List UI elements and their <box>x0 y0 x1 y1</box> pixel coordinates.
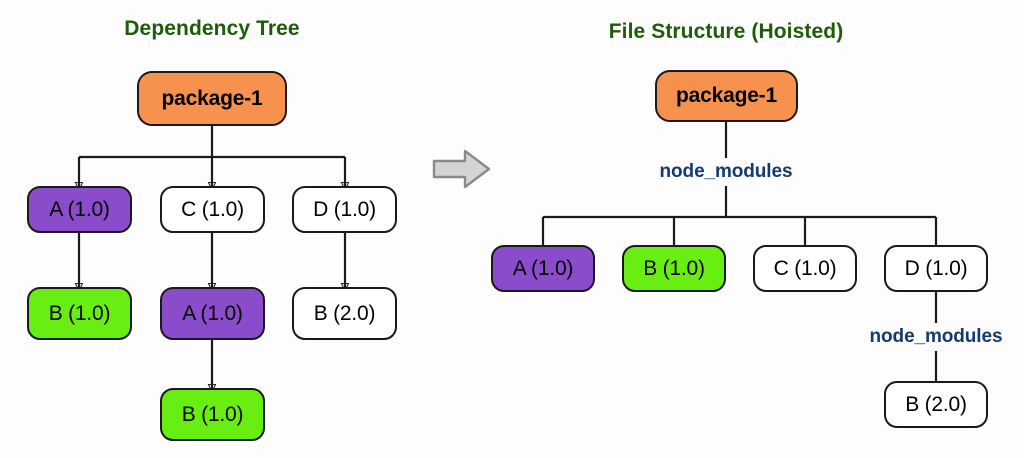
node-left-b-2-0-under-d[interactable]: B (2.0) <box>292 287 397 340</box>
right-panel-title: File Structure (Hoisted) <box>608 20 844 43</box>
node-right-d-1-0[interactable]: D (1.0) <box>884 245 988 292</box>
right-block-arrow-icon <box>432 149 491 189</box>
node-right-a-1-0[interactable]: A (1.0) <box>491 245 595 292</box>
node-left-a-1-0[interactable]: A (1.0) <box>27 186 132 233</box>
node-right-b-1-0[interactable]: B (1.0) <box>622 245 726 292</box>
node-left-root[interactable]: package-1 <box>137 71 287 126</box>
node-left-c-1-0[interactable]: C (1.0) <box>160 186 265 233</box>
label-node-modules-top: node_modules <box>659 161 793 182</box>
node-left-a-1-0-under-c[interactable]: A (1.0) <box>160 287 265 340</box>
label-node-modules-nested: node_modules <box>869 326 1003 347</box>
node-right-b-2-0[interactable]: B (2.0) <box>884 381 988 428</box>
node-left-d-1-0[interactable]: D (1.0) <box>292 186 397 233</box>
node-left-b-1-0-under-a[interactable]: B (1.0) <box>27 287 132 340</box>
left-panel-title: Dependency Tree <box>124 17 300 40</box>
node-right-root[interactable]: package-1 <box>655 70 798 122</box>
node-left-b-1-0-deepest[interactable]: B (1.0) <box>160 388 265 441</box>
node-right-c-1-0[interactable]: C (1.0) <box>753 245 857 292</box>
